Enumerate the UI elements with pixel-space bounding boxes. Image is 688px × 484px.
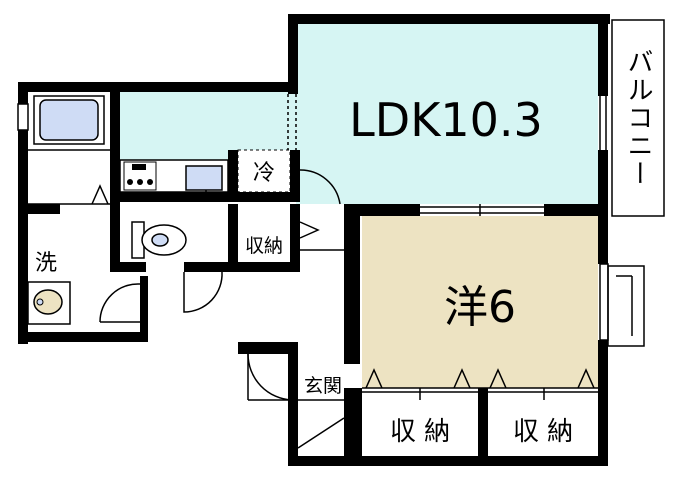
balcony [611,19,665,217]
small-closet-label: 収納 [245,235,283,257]
closet-left-label: 収 納 [390,417,450,447]
closet-right-label: 収 納 [513,417,573,447]
ldk-room [296,22,598,204]
sink-icon [185,165,223,191]
washbasin-icon [27,281,71,325]
toilet-icon [131,221,187,259]
laundry-label: 洗 [35,251,57,276]
fridge-label: 冷 [253,161,275,186]
closet-door-marks [365,368,595,389]
ldk-label: LDK10.3 [349,93,543,147]
thin-lines [17,94,645,449]
western-room-label: 洋6 [444,282,516,333]
fridge-space [237,149,291,193]
western-room [362,216,598,388]
entrance-label: 玄関 [304,375,342,397]
balcony-label: バルコニー [623,48,653,188]
bathtub [33,95,105,145]
walls [18,14,610,466]
kitchen-counter [119,159,229,198]
